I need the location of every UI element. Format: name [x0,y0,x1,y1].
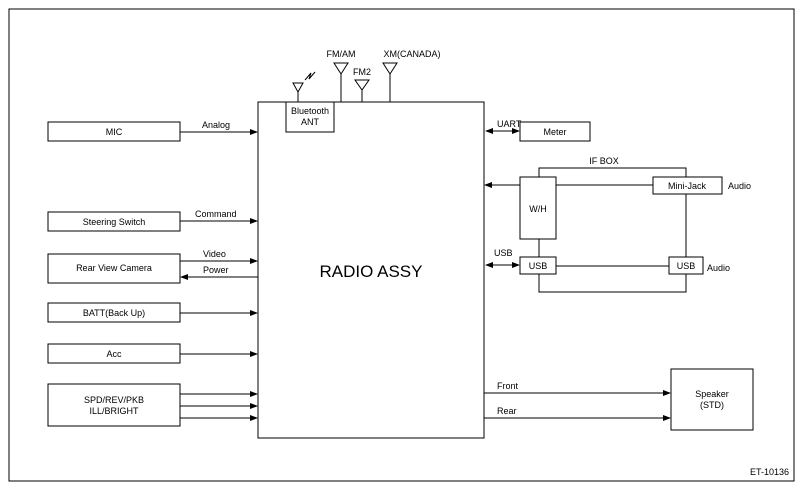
fm2-antenna-icon [354,79,370,102]
wh-label: W/H [529,204,547,214]
power-label: Power [203,265,229,275]
fm-am-label: FM/AM [327,49,356,59]
audio-bottom-label: Audio [707,263,730,273]
usb-left-label: USB [529,261,548,271]
batt-backup-label: BATT(Back Up) [83,308,145,318]
usb-signal-label: USB [494,248,513,258]
usb-arrow-left [485,262,493,268]
wh-box [519,176,557,240]
meter-box [519,121,591,142]
analog-label: Analog [202,120,230,130]
rear-view-camera-box [47,253,181,284]
rear-label: Rear [497,406,517,416]
fm2-label: FM2 [353,67,371,77]
usb-arrow-right [512,262,520,268]
spd-rev-pkb-box [47,383,181,427]
spd-rev-pkb-label: SPD/REV/PKB [84,395,144,405]
bluetooth-ant-label-1: Bluetooth [291,106,329,116]
mic-label: MIC [106,127,123,137]
bluetooth-antenna-icon [292,71,316,102]
radio-assy-label: RADIO ASSY [320,262,423,281]
video-label: Video [203,249,226,259]
bluetooth-ant-label-2: ANT [301,117,320,127]
fm-am-antenna-icon [333,62,349,102]
figure-id: ET-10136 [750,467,789,477]
mini-jack-label: Mini-Jack [668,181,707,191]
speaker-label-1: Speaker [695,389,729,399]
bluetooth-ant-box [285,101,335,133]
rear-view-camera-label: Rear View Camera [76,263,152,273]
radio-assy-box [257,101,485,439]
xm-canada-label: XM(CANADA) [383,49,440,59]
outer-frame [8,8,795,482]
uart-label: UART [497,119,522,129]
front-label: Front [497,381,519,391]
audio-top-label: Audio [728,181,751,191]
meter-label: Meter [543,127,566,137]
xm-antenna-icon [382,62,398,102]
acc-label: Acc [106,349,122,359]
ill-bright-label: ILL/BRIGHT [89,406,139,416]
uart-arrow-left [485,128,493,134]
command-label: Command [195,209,237,219]
uart-arrow-right [512,128,520,134]
speaker-label-2: (STD) [700,400,724,410]
steering-switch-label: Steering Switch [83,217,146,227]
if-box-label: IF BOX [589,156,619,166]
usb-right-label: USB [677,261,696,271]
speaker-box [670,368,754,431]
